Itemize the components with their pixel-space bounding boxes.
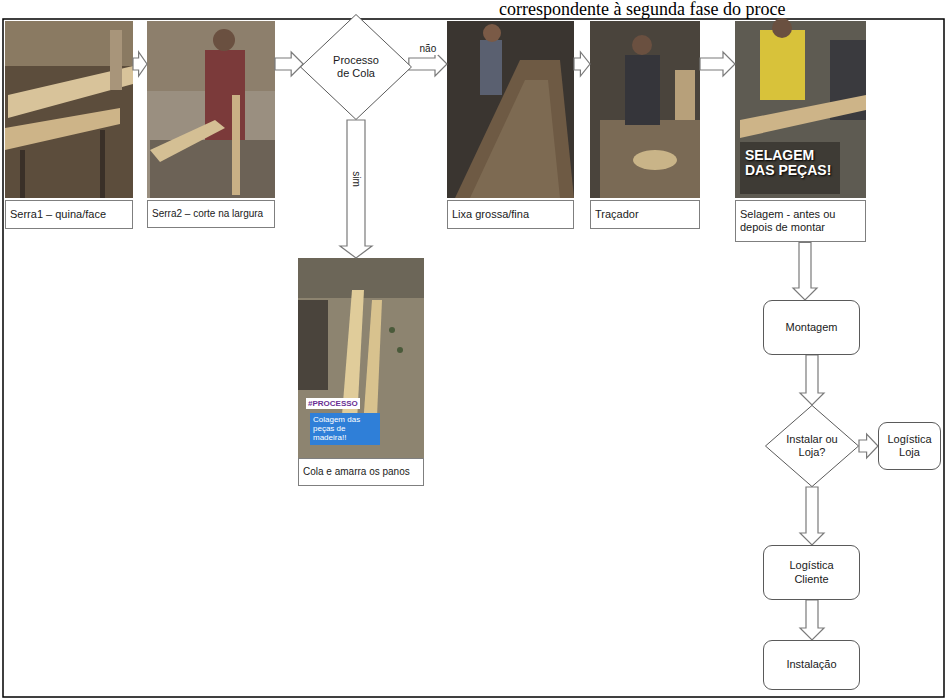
block-arrow bbox=[574, 52, 590, 76]
edge-label: não bbox=[418, 43, 439, 55]
photo-step: Cola e amarra os panos bbox=[298, 258, 424, 486]
block-arrow bbox=[800, 355, 824, 405]
caption-box: Selagem - antes ou depois de montar bbox=[735, 200, 866, 242]
node-text: Selagem - antes ou depois de montar bbox=[740, 208, 861, 234]
photo-serra1 bbox=[5, 21, 133, 198]
block-arrow bbox=[700, 52, 735, 76]
note-label: correspondente à segunda fase do proce bbox=[497, 0, 787, 18]
node-text: Logística Loja bbox=[883, 433, 936, 459]
node-text: Cola e amarra os panos bbox=[303, 466, 419, 478]
node-text: Lixa grossa/fina bbox=[452, 208, 569, 221]
caption-box: Serra2 – corte na largura bbox=[147, 200, 275, 228]
photo-cola bbox=[298, 258, 424, 458]
node-text: Montagem bbox=[786, 321, 838, 334]
diamond-shape bbox=[301, 15, 412, 120]
photo-step: Serra1 – quina/face bbox=[5, 21, 133, 229]
photo-area bbox=[5, 21, 133, 200]
block-arrow bbox=[275, 52, 303, 76]
caption-box: Cola e amarra os panos bbox=[298, 458, 424, 486]
caption-box: Traçador bbox=[590, 200, 700, 229]
caption-box: Serra1 – quina/face bbox=[5, 200, 133, 229]
node-text: Instalar ou Loja? bbox=[786, 433, 838, 459]
node-text: Logística Cliente bbox=[782, 559, 842, 585]
decision-diamond: Processo de Cola bbox=[300, 14, 412, 120]
diamond-text-box: Processo de Cola bbox=[330, 54, 382, 80]
photo-step: Selagem - antes ou depois de montar bbox=[735, 21, 866, 242]
node-text: Processo de Cola bbox=[330, 54, 382, 80]
photo-area bbox=[590, 21, 700, 200]
block-arrow bbox=[800, 600, 824, 640]
process-box: Logística Cliente bbox=[763, 545, 860, 600]
process-box: Logística Loja bbox=[878, 422, 941, 470]
frame bbox=[3, 19, 944, 697]
photo-tracador bbox=[590, 21, 700, 198]
photo-serra2 bbox=[147, 21, 275, 198]
note-label: Colagem das peças de madeira!! bbox=[310, 413, 380, 445]
diamond-shape bbox=[765, 405, 858, 486]
photo-step: Traçador bbox=[590, 21, 700, 229]
photo-lixa bbox=[447, 21, 574, 198]
block-arrow bbox=[340, 120, 372, 258]
process-box: Instalação bbox=[763, 640, 860, 690]
node-text: Traçador bbox=[595, 208, 695, 221]
process-box: Montagem bbox=[763, 300, 860, 355]
photo-area bbox=[147, 21, 275, 200]
block-arrow bbox=[793, 242, 817, 300]
photo-area bbox=[447, 21, 574, 200]
note-label: #PROCESSO bbox=[306, 398, 360, 409]
photo-step: Serra2 – corte na largura bbox=[147, 21, 275, 228]
photo-step: Lixa grossa/fina bbox=[447, 21, 574, 229]
node-text: Serra2 – corte na largura bbox=[152, 208, 270, 220]
block-arrow bbox=[859, 434, 878, 458]
node-text: Serra1 – quina/face bbox=[10, 208, 128, 221]
decision-diamond: Instalar ou Loja? bbox=[765, 405, 859, 487]
diamond-text-box: Instalar ou Loja? bbox=[786, 433, 838, 459]
caption-box: Lixa grossa/fina bbox=[447, 200, 574, 229]
block-arrow bbox=[409, 52, 447, 76]
node-text: Instalação bbox=[786, 658, 836, 671]
photo-selagem bbox=[735, 18, 866, 198]
block-arrow bbox=[133, 52, 147, 76]
edge-label: sim bbox=[350, 169, 362, 189]
block-arrow bbox=[800, 487, 824, 545]
note-label: SELAGEM DAS PEÇAS! bbox=[745, 148, 837, 177]
